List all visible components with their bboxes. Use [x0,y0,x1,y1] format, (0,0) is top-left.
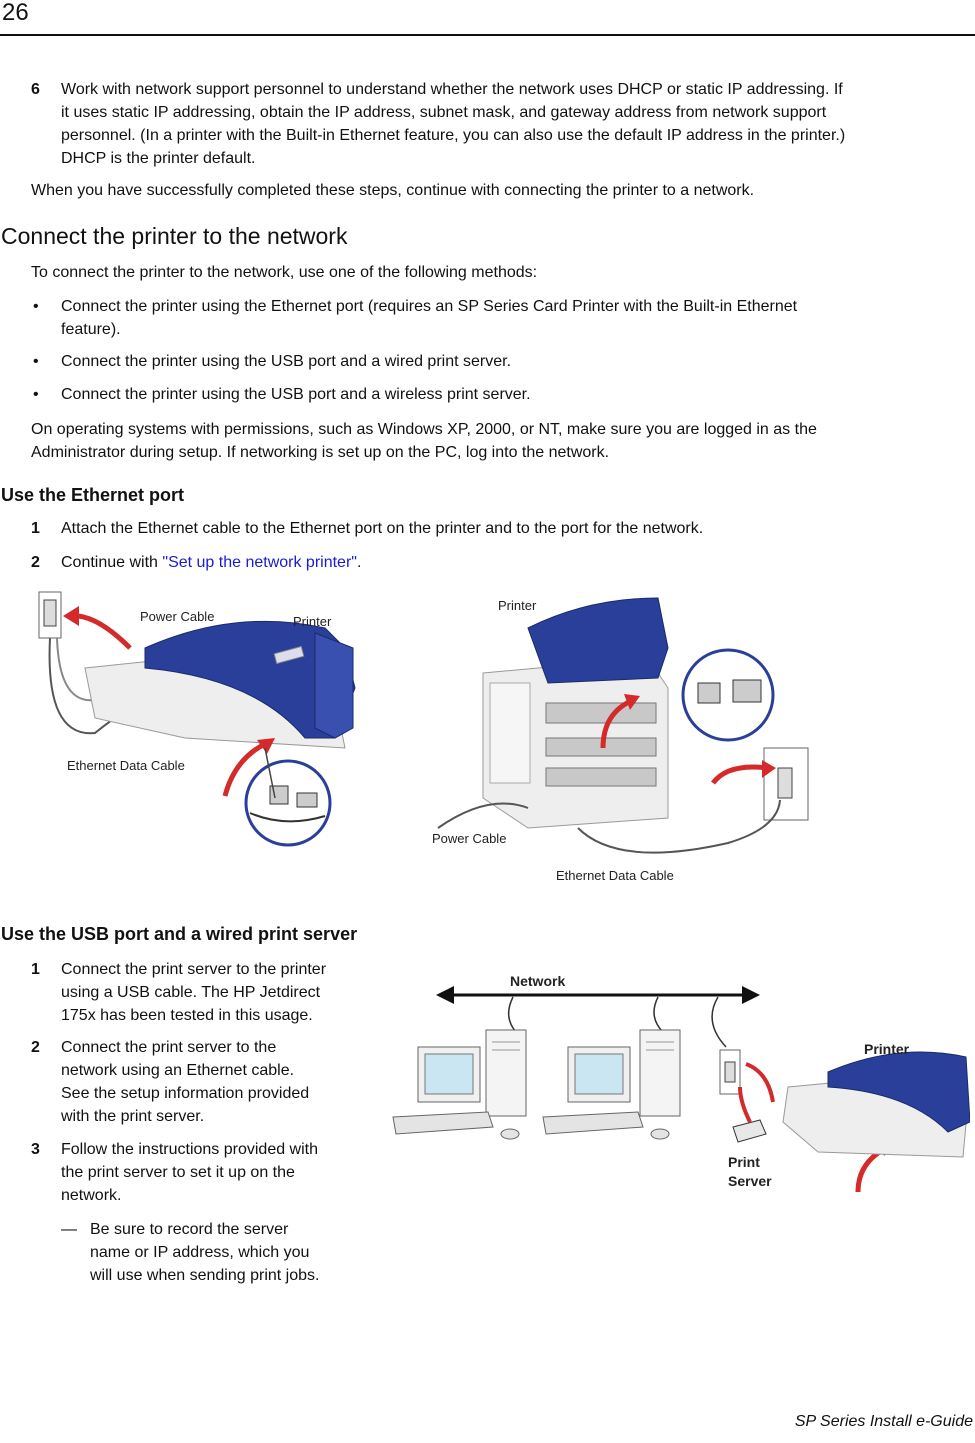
ethernet-connection-figure-left: Power Cable Printer Ethernet Data Cable [38,591,356,847]
printer-cover-icon [827,1051,970,1133]
figure-label: Printer [293,614,332,629]
figure-label: Power Cable [140,609,214,624]
step-text-line: the print server to set it up on the [61,1164,295,1181]
bullet-text: Connect the printer using the Ethernet p… [61,298,798,315]
step-text: Continue with "Set up the network printe… [61,552,361,574]
subsection-heading: Use the Ethernet port [1,485,185,505]
note-text-line: Be sure to record the server [90,1221,289,1238]
ethernet-connection-figure-right: Printer Power Cable Ethernet Data Cable [432,597,809,883]
step-text-line: it uses static IP addressing, obtain the… [61,104,827,121]
bullet-text: Connect the printer using the USB port a… [61,386,531,403]
step-text: Attach the Ethernet cable to the Etherne… [61,520,704,537]
step-number: 2 [31,1039,40,1056]
print-server-network-figure: Network Printer Print Server [392,973,970,1193]
bullet-mark: • [33,386,39,403]
ethernet-arrow-icon [222,740,269,797]
set-up-network-printer-link[interactable]: "Set up the network printer" [162,554,357,571]
step-text-line: network using an Ethernet cable. [61,1062,295,1079]
header-rule [0,34,975,36]
computer-icon [392,1029,527,1140]
step-text-line: Connect the print server to the printer [61,961,327,978]
note-dash: — [61,1221,77,1238]
completion-paragraph: When you have successfully completed the… [31,182,755,199]
figure-label: Ethernet Data Cable [556,868,674,883]
step-text-line: network. [61,1187,122,1204]
printer-label: Printer [864,1041,910,1057]
subsection-heading: Use the USB port and a wired print serve… [1,924,358,944]
step-text-line: with the print server. [61,1108,205,1125]
outlet-arrow-icon [711,764,769,785]
bullet-text: feature). [61,321,121,338]
step-number: 2 [31,554,40,571]
bullet-mark: • [33,298,39,315]
note-text-line: name or IP address, which you [90,1244,310,1261]
step-text-line: Work with network support personnel to u… [61,81,843,98]
note-text-line: will use when sending print jobs. [90,1267,320,1284]
footer-title: SP Series Install e-Guide [794,1413,973,1430]
step-text-line: Follow the instructions provided with [61,1141,319,1158]
step-text-line: Connect the print server to the [61,1039,277,1056]
step-number: 1 [31,961,40,978]
figure-label: Ethernet Data Cable [67,758,185,773]
printer-cover-icon [527,597,669,684]
figure-label: Printer [498,598,537,613]
network-label: Network [510,973,565,989]
step-text-after: . [356,554,362,571]
bullet-mark: • [33,353,39,370]
permissions-paragraph: Administrator during setup. If networkin… [31,444,610,461]
permissions-paragraph: On operating systems with permissions, s… [31,421,817,438]
intro-paragraph: To connect the printer to the network, u… [31,264,538,281]
step-text-line: DHCP is the printer default. [61,150,256,167]
print-label: Print [728,1154,760,1170]
step-text-line: 175x has been tested in this usage. [61,1007,313,1024]
step-number: 6 [31,81,40,98]
figure-label: Power Cable [432,831,506,846]
bullet-text: Connect the printer using the USB port a… [61,353,512,370]
step-text-line: personnel. (In a printer with the Built-… [61,127,846,144]
port-zoom-circle-icon [681,648,775,742]
step-text-line: See the setup information provided [61,1085,310,1102]
print-server-icon [732,1119,767,1143]
step-text-line: using a USB cable. The HP Jetdirect [61,984,321,1001]
step-text-before: Continue with [61,554,163,571]
step-number: 1 [31,520,40,537]
server-label: Server [728,1173,772,1189]
page-number: 26 [2,0,29,26]
computer-icon [542,1029,681,1140]
step-number: 3 [31,1141,40,1158]
section-heading: Connect the printer to the network [1,223,348,249]
